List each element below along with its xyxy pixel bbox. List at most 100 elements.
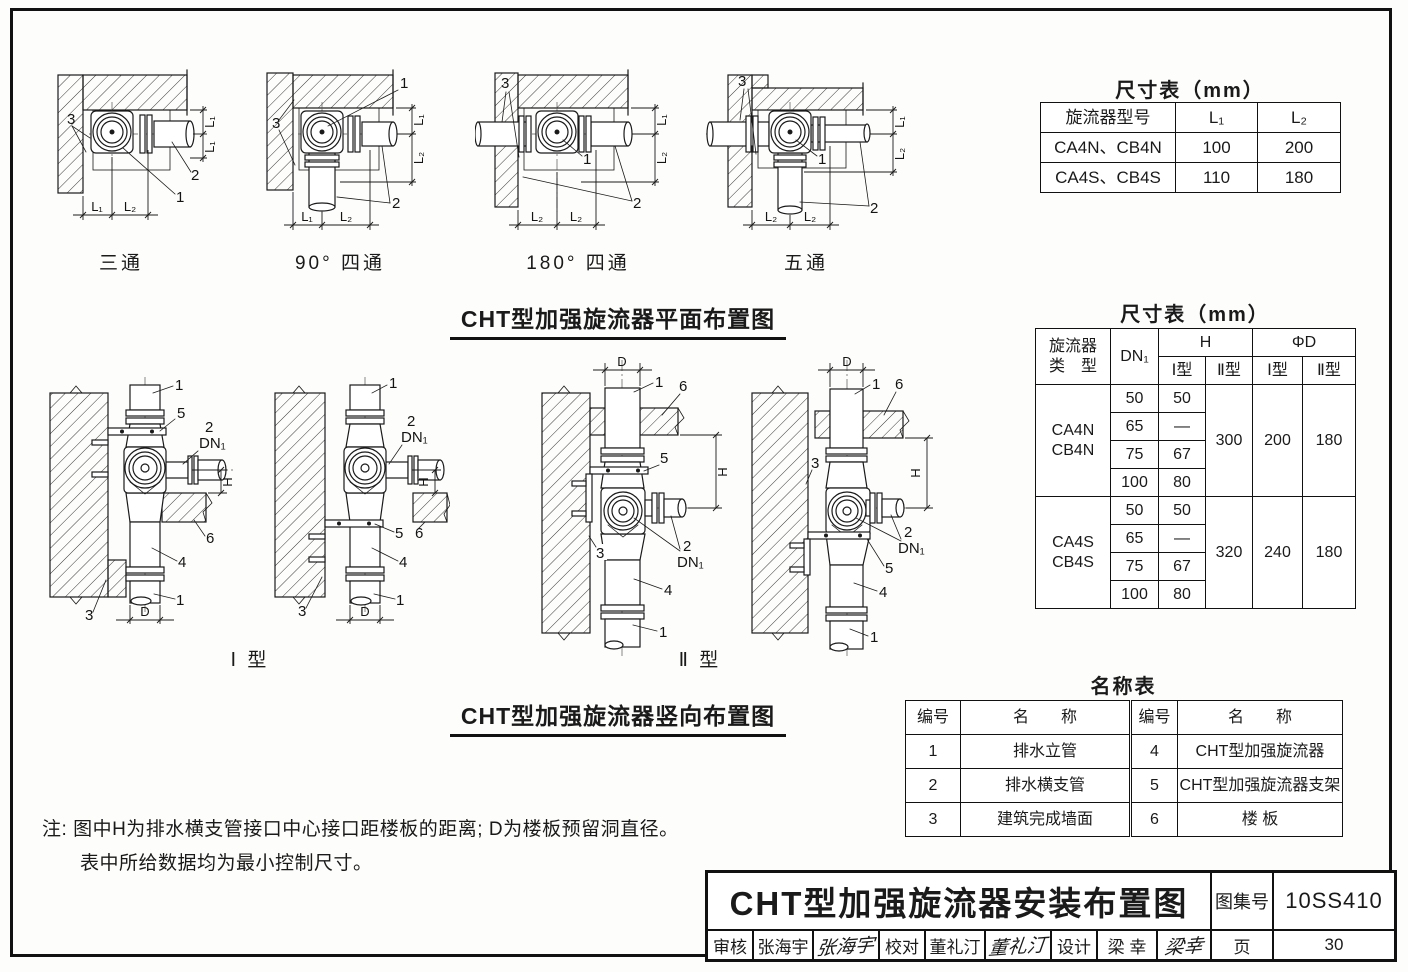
title-block-top-row: CHT型加强旋流器安装布置图 图集号 10SS410 <box>708 873 1394 931</box>
callouts: 3 2 1 <box>67 111 199 206</box>
dim-d-label: D <box>360 604 369 619</box>
dim-l2-label: L₂ <box>804 209 816 224</box>
floor-slab <box>814 410 910 439</box>
dim-l2-label: L₂ <box>765 209 777 224</box>
check-name: 董礼汀 <box>926 931 986 959</box>
callout-1: 1 <box>389 375 397 392</box>
cell: 50 <box>1110 496 1159 525</box>
cell: — <box>1158 524 1206 553</box>
dim-l2-label: L₂ <box>654 152 669 164</box>
name-table-title: 名称表 <box>1090 676 1157 698</box>
cell: 180 <box>1302 384 1356 497</box>
caption-tee: 三通 <box>98 253 143 274</box>
cell: CHT型加强旋流器支架 <box>1177 768 1343 803</box>
dim-l2-label: L₂ <box>340 209 352 224</box>
branch-pipe-right <box>810 116 871 151</box>
header-cell: 名 称 <box>1177 700 1343 735</box>
callout-dn1: DN₁ <box>898 540 925 557</box>
cell: 80 <box>1158 468 1206 497</box>
review-signature: 张海宇 <box>814 931 880 959</box>
caption-180-cross: 180° 四通 <box>526 253 630 274</box>
table-row: CA4N、CB4N 100 200 <box>1040 132 1341 163</box>
dimensions: L₁ L₂ L₂ L₂ <box>509 104 669 230</box>
dim-l2-label: L₂ <box>411 152 426 164</box>
callout-2: 2 <box>407 413 415 430</box>
header-cell-phid: ΦD <box>1252 328 1356 357</box>
size-table-2-title: 尺寸表（mm） <box>1120 304 1270 326</box>
wall-hatched <box>49 385 127 605</box>
caption-90-cross: 90° 四通 <box>294 253 385 274</box>
cell: 排水立管 <box>960 734 1131 769</box>
slab-break-mark <box>202 492 213 523</box>
note-text-1: 图中H为排水横支管接口中心接口距楼板的距离; D为楼板预留洞直径。 <box>73 819 679 840</box>
table-row: 100 80 <box>1036 468 1356 497</box>
cell: 180 <box>1302 496 1356 609</box>
plan-90-cross-drawing: L₁ L₂ L₁ L₂ 1 3 2 <box>266 69 426 230</box>
branch-pipe <box>644 492 687 524</box>
caption-five-way: 五通 <box>783 253 828 274</box>
plan-tee-drawing: L₁ L₁ L₁ L₂ 3 2 1 <box>57 69 217 220</box>
callout-1b: 1 <box>659 624 667 641</box>
callout-1: 1 <box>583 151 591 168</box>
caption-type2: Ⅱ 型 <box>678 650 722 671</box>
cell: 200 <box>1252 384 1303 497</box>
title-block-bottom-row: 审核 张海宇 张海宇 校对 董礼汀 董礼汀 设计 梁 幸 梁幸 页 30 <box>708 931 1394 959</box>
table-row: Ⅰ型 Ⅱ型 Ⅰ型 Ⅱ型 <box>1036 356 1356 385</box>
wall-hatched <box>266 69 394 191</box>
callout-2: 2 <box>904 524 912 541</box>
page-border <box>10 8 1392 957</box>
callout-1: 1 <box>818 151 826 168</box>
branch-pipe-left <box>475 115 532 153</box>
cell: CA4S、CB4S <box>1040 162 1176 193</box>
swirl-fitting <box>90 110 134 154</box>
vertical-type2-b-drawing: D H 1 6 3 2 DN₁ 5 4 1 <box>751 355 933 657</box>
cell: — <box>1158 412 1206 441</box>
vertical-type1-a-drawing: H D 1 5 2 DN₁ 6 4 1 3 <box>49 377 235 624</box>
cell: 楼 板 <box>1177 802 1343 837</box>
table-row: 65 — <box>1036 524 1356 553</box>
cell: 3 <box>905 802 961 837</box>
callouts: 1 2 DN₁ 5 6 4 1 3 <box>298 375 428 620</box>
callout-6: 6 <box>895 376 903 393</box>
dim-d-label: D <box>617 355 626 369</box>
header-cell: 名 称 <box>960 700 1131 735</box>
table-row: 75 67 <box>1036 440 1356 469</box>
branch-pipe-down <box>773 152 807 215</box>
dim-h-label: H <box>220 477 235 486</box>
cell: 67 <box>1158 440 1206 469</box>
name-table: 编号 名 称 编号 名 称 1 排水立管 4 CHT型加强旋流器 2 排水横支管… <box>905 700 1343 837</box>
cell: 67 <box>1158 552 1206 581</box>
title-block: CHT型加强旋流器安装布置图 图集号 10SS410 审核 张海宇 张海宇 校对… <box>705 870 1397 962</box>
callout-2: 2 <box>205 419 213 436</box>
callout-2: 2 <box>683 538 691 555</box>
cell: 5 <box>1129 768 1178 803</box>
swirl-fitting <box>600 487 646 538</box>
header-cell-model: 旋流器 类 型 <box>1035 328 1111 385</box>
table-row: 编号 名 称 编号 名 称 <box>905 700 1343 735</box>
size-table-1: 旋流器型号 L₁ L₂ CA4N、CB4N 100 200 CA4S、CB4S … <box>1040 102 1341 193</box>
branch-pipe <box>865 492 905 524</box>
stack-pipe <box>825 388 871 652</box>
callout-1: 1 <box>176 189 184 206</box>
design-signature: 梁幸 <box>1158 931 1212 959</box>
branch-pipe <box>139 114 195 154</box>
dim-h-label: H <box>715 467 730 476</box>
vertical-type2-a-drawing: D H 1 6 5 3 2 DN₁ 4 1 <box>541 355 730 657</box>
callouts: 1 6 5 3 2 DN₁ 4 1 <box>588 374 704 641</box>
atlas-number-value: 10SS410 <box>1285 888 1383 913</box>
header-cell: 编号 <box>905 700 961 735</box>
dim-l2-label: L₂ <box>570 209 582 224</box>
table-row: 100 80 <box>1036 580 1356 609</box>
table-row: CA4S、CB4S 110 180 <box>1040 162 1341 193</box>
callout-1: 1 <box>175 377 183 394</box>
dimensions: L₁ L₂ L₂ L₂ <box>743 106 907 230</box>
dim-l1-label: L₁ <box>892 116 907 128</box>
stack-pipe <box>600 387 646 650</box>
callout-1: 1 <box>872 376 880 393</box>
wall-hatched <box>274 385 326 605</box>
callout-dn1: DN₁ <box>677 554 704 571</box>
callout-3: 3 <box>738 73 746 90</box>
dim-l1-label: L₁ <box>91 199 103 214</box>
